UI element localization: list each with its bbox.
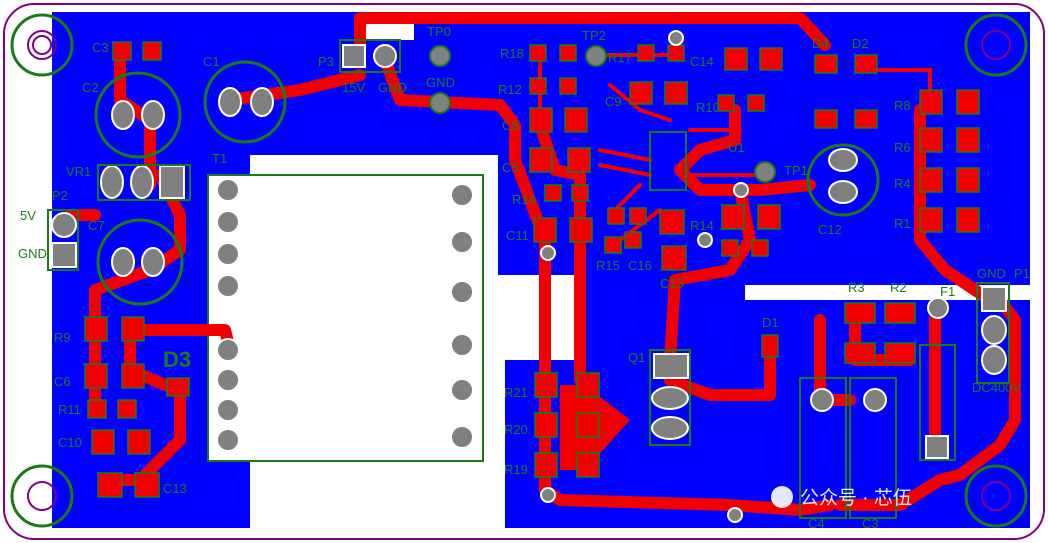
label-r3: R3 [848,280,865,295]
label-d4: D4 [812,36,829,51]
label-c10: C10 [58,435,82,450]
th-pads [51,30,1007,523]
electrolytic-caps [94,60,880,306]
label-c13: C13 [163,481,187,496]
label-r6: R6 [894,140,911,155]
label-c6: C6 [54,374,71,389]
label-u1: U1 [728,140,745,155]
label-c7: C7 [88,218,105,233]
watermark-text: 公众号 · 芯伍 [800,487,912,509]
label-p1: P1 [1014,266,1030,281]
label-gnd-p1: GND [977,266,1006,281]
wechat-icon [771,486,793,508]
label-t1: T1 [212,151,227,166]
label-d2: D2 [852,36,869,51]
label-c3: C3 [92,40,109,55]
transformer-body [207,174,484,462]
label-15v: 15V [342,80,365,95]
label-c16: C16 [628,258,652,273]
label-r10: R10 [696,100,720,115]
u1-ic [649,131,687,191]
mounting-holes [10,13,1028,528]
label-c9: C9 [605,94,622,109]
label-dc400v: DC400V [972,380,1021,395]
label-d1: D1 [762,315,779,330]
label-tp2: TP2 [582,28,606,43]
label-r15: R15 [596,258,620,273]
label-c3b: C3 [862,516,879,531]
label-tp1: TP1 [784,163,808,178]
label-c12: C12 [818,222,842,237]
label-r1: R1 [894,216,911,231]
label-r18: R18 [500,46,524,61]
label-5v: 5V [20,208,36,223]
label-r17: R17 [608,50,632,65]
label-r11: R11 [58,402,81,417]
label-r2: R2 [890,280,907,295]
label-r4: R4 [894,176,911,191]
label-r9: R9 [54,330,71,345]
label-d3: D3 [163,347,191,372]
label-q1: Q1 [628,350,645,365]
label-c2: C2 [82,80,99,95]
label-c11: C11 [506,228,529,243]
watermark: 公众号 · 芯伍 [771,486,912,509]
label-c8: C8 [502,118,519,133]
smd-pads [84,41,980,498]
label-c15: C15 [660,276,684,291]
label-r14: R14 [690,218,714,233]
label-gnd-p3: GND [378,80,407,95]
label-c5: C5 [502,160,519,175]
label-r20: R20 [504,422,528,437]
label-gnd-p2: GND [18,246,47,261]
label-f1: F1 [940,284,955,299]
label-c4: C4 [808,516,825,531]
label-gnd-tp: GND [426,75,455,90]
label-p2: P2 [52,188,68,203]
silk-labels: C3 C2 C1 P3 VR1 T1 P2 C7 R9 C6 R11 C10 D… [18,24,1030,531]
label-r12: R12 [498,82,522,97]
label-r19: R19 [504,462,528,477]
label-r21: R21 [504,385,528,400]
label-c14: C14 [690,54,714,69]
label-p3: P3 [318,54,334,69]
label-tp0: TP0 [427,24,451,39]
label-vr1: VR1 [66,164,91,179]
label-r8: R8 [894,98,911,113]
silk-outlines [47,39,1010,519]
label-r16: R16 [512,192,536,207]
label-c1: C1 [203,54,220,69]
